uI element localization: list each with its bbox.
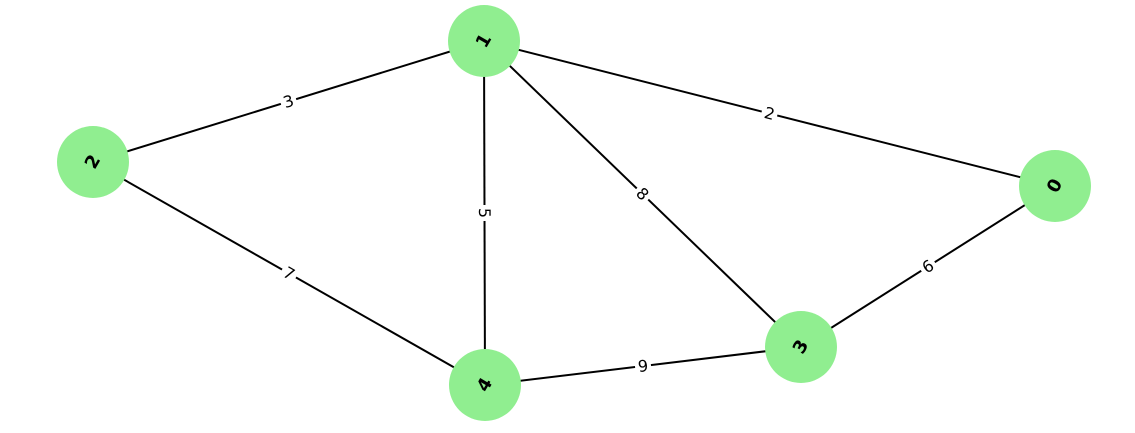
edge-labels-layer: 3 2 5 8 6 7 9 [276, 88, 941, 378]
edge-label-background [276, 259, 302, 288]
edge-weight-label-1-0: 2 [759, 100, 780, 127]
edge-weight-text: 2 [762, 103, 777, 124]
edge-weight-label-1-2: 3 [277, 88, 300, 115]
edge-weight-label-1-3: 8 [629, 180, 656, 208]
edge-label-background [277, 88, 300, 115]
edge-weight-text: 9 [637, 356, 649, 376]
edge-weight-text: 5 [475, 208, 494, 218]
nodes-layer: 0 1 2 3 4 [57, 5, 1091, 421]
node-4[interactable]: 4 [449, 349, 521, 421]
node-circle [57, 126, 129, 198]
edge-label-background [915, 252, 941, 281]
edge-label-background [633, 354, 653, 378]
node-3[interactable]: 3 [765, 311, 837, 383]
node-circle [448, 5, 520, 77]
node-2[interactable]: 2 [57, 126, 129, 198]
edge-weight-label-1-4: 5 [473, 204, 496, 222]
edge-label-background [759, 100, 780, 127]
edge-weight-label-4-3: 9 [633, 354, 653, 378]
edge-weight-label-0-3: 6 [915, 252, 941, 281]
node-circle [1019, 150, 1091, 222]
edge-weight-label-2-4: 7 [276, 259, 302, 288]
edge-label-background [629, 180, 656, 208]
node-circle [765, 311, 837, 383]
node-circle [449, 349, 521, 421]
edge-label-background [473, 204, 496, 222]
edges-layer [92, 40, 1056, 386]
node-0[interactable]: 0 [1019, 150, 1091, 222]
node-1[interactable]: 1 [448, 5, 520, 77]
